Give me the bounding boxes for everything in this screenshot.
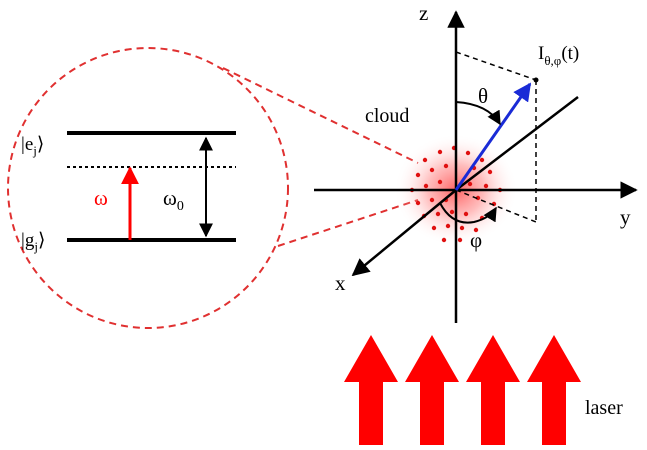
- atom-dot: [445, 223, 451, 229]
- phi-arc: [439, 202, 497, 224]
- laser-beam: [344, 335, 581, 445]
- laser-arrow: [344, 335, 398, 445]
- atom-dot: [441, 237, 447, 243]
- atom-dot: [443, 163, 449, 169]
- proj-z-horizontal: [455, 51, 537, 81]
- x-axis-forward: [351, 189, 457, 277]
- atom-dot: [431, 225, 437, 231]
- atom-dot: [473, 227, 479, 233]
- observation-point: [533, 77, 539, 83]
- atom-dot: [422, 157, 428, 163]
- x-axis-back: [455, 96, 579, 191]
- atom-dot: [463, 211, 469, 217]
- atom-dot: [483, 183, 489, 189]
- atom-dot: [459, 225, 465, 231]
- energy-level-diagram: |ej⟩ |gj⟩ ω ω0: [21, 131, 236, 254]
- atom-dot: [415, 172, 421, 178]
- drive-frequency-label: ω: [94, 186, 108, 210]
- laser-arrow: [405, 335, 459, 445]
- laser-arrow: [527, 335, 581, 445]
- phi-label: φ: [470, 228, 482, 252]
- theta-arc: [455, 101, 501, 126]
- atom-dot: [437, 149, 443, 155]
- atom-dot: [487, 169, 493, 175]
- laser-arrow: [466, 335, 520, 445]
- atom-dot: [457, 237, 463, 243]
- zoom-connector-bottom: [277, 199, 419, 247]
- laser-label: laser: [585, 397, 623, 419]
- projection-lines: [455, 51, 537, 223]
- x-axis-label: x: [335, 271, 346, 295]
- zoom-connector-top: [222, 67, 419, 164]
- atom-dot: [423, 183, 429, 189]
- intensity-label: Iθ,φ(t): [538, 43, 579, 68]
- zoom-inset: [7, 47, 419, 329]
- atom-dot: [429, 167, 435, 173]
- intensity-vector: [454, 82, 532, 191]
- zoom-circle: [7, 47, 289, 329]
- atom-dot: [465, 150, 471, 156]
- atom-dot: [437, 179, 443, 185]
- theta-label: θ: [478, 84, 488, 108]
- excited-state-label: |ej⟩: [21, 134, 44, 158]
- atom-dot: [467, 181, 473, 187]
- cloud-label: cloud: [365, 105, 409, 127]
- transition-frequency-label: ω0: [163, 186, 184, 214]
- atom-dot: [435, 211, 441, 217]
- coordinate-axes: z y x: [314, 1, 638, 323]
- atom-dot: [449, 209, 455, 215]
- atom-dot: [429, 197, 435, 203]
- ground-state-label: |gj⟩: [21, 230, 45, 254]
- z-axis-label: z: [419, 1, 428, 25]
- y-axis-label: y: [620, 205, 631, 229]
- atom-dot: [415, 200, 421, 206]
- atom-dot: [479, 157, 485, 163]
